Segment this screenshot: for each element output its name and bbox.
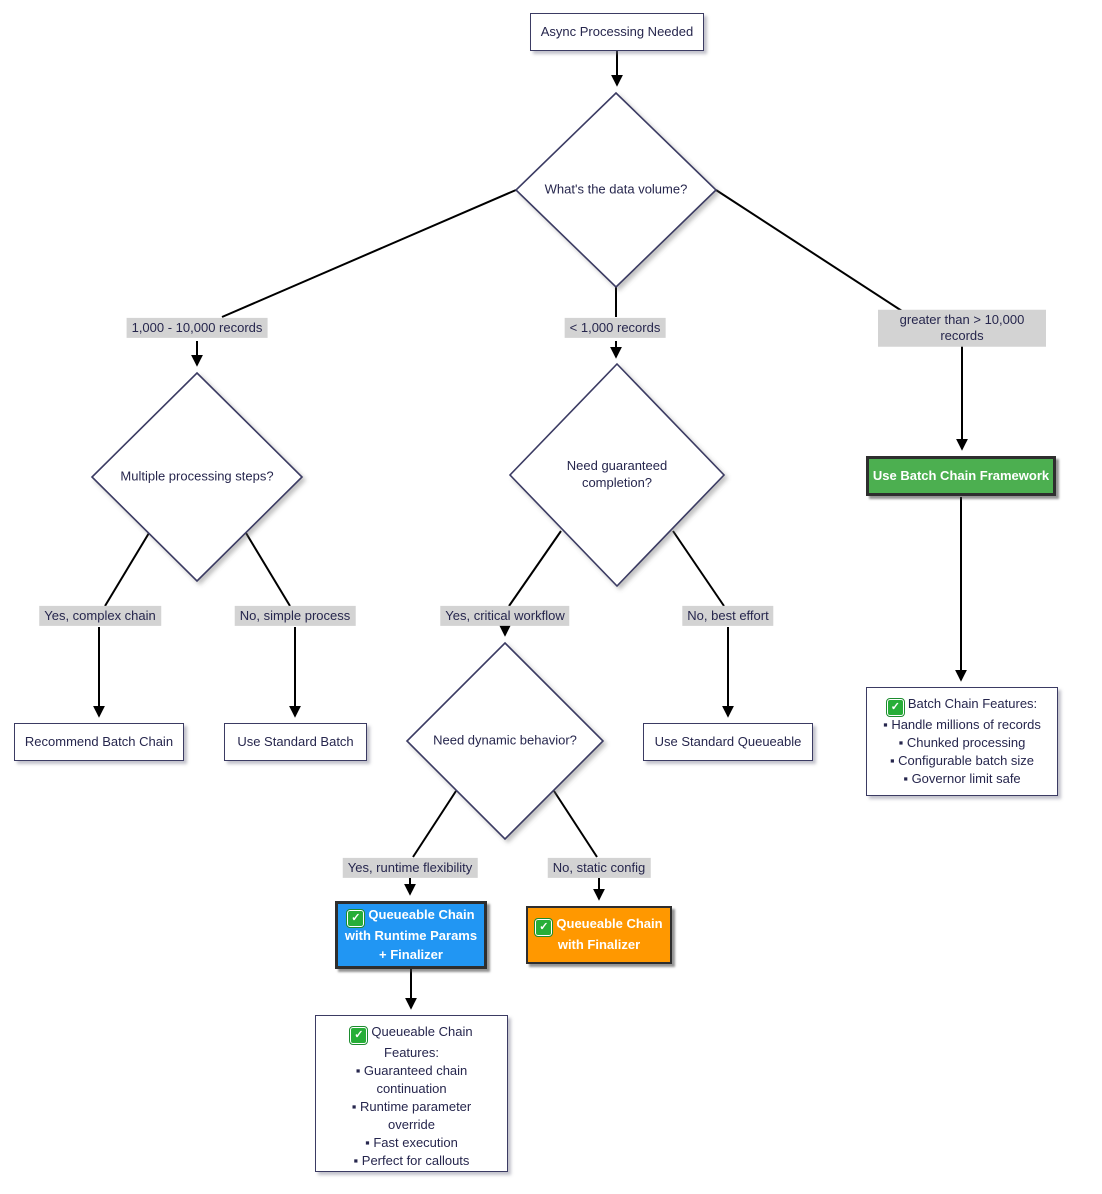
queueable-runtime-line3: + Finalizer (379, 946, 443, 962)
edge-label-yes-complex: Yes, complex chain (39, 605, 161, 627)
start-node: Async Processing Needed (530, 13, 704, 51)
flow-edges (93, 51, 968, 1010)
queueable-features-item: ▪ Fast execution (365, 1135, 458, 1150)
queueable-finalizer-line1: ✓Queueable Chain (534, 915, 663, 938)
check-icon: ✓ (885, 698, 905, 717)
edge-label-low-volume: < 1,000 records (564, 317, 666, 339)
batch-features-item: ▪ Handle millions of records (883, 717, 1041, 732)
decision-volume-label: What's the data volume? (544, 181, 688, 197)
edge-dynamic-to-no-static (553, 790, 598, 858)
queueable-features-node: ✓Queueable Chain Features: ▪ Guaranteed … (315, 1015, 508, 1172)
batch-features-node: ✓Batch Chain Features: ▪ Handle millions… (866, 687, 1058, 796)
check-icon: ✓ (346, 909, 366, 929)
use-batch-chain-framework-node: Use Batch Chain Framework (866, 456, 1056, 496)
edge-steps-to-no-simple (242, 527, 291, 607)
decision-steps-shape (90, 371, 304, 583)
queueable-runtime-line1: ✓Queueable Chain (346, 906, 475, 929)
edge-label-no-simple: No, simple process (234, 605, 356, 627)
decision-volume-shape (514, 91, 718, 289)
decision-steps-label: Multiple processing steps? (120, 468, 274, 484)
queueable-features-item: ▪ Guaranteed chain continuation (355, 1063, 468, 1096)
edge-label-no-best-effort: No, best effort (682, 605, 774, 627)
decision-guaranteed-shape (508, 362, 726, 588)
edge-volume-to-high-label (715, 189, 903, 312)
queueable-runtime-line2: with Runtime Params (344, 928, 478, 944)
decision-dynamic-shape (405, 641, 605, 841)
batch-features-item: ▪ Governor limit safe (903, 771, 1021, 786)
queueable-features-title: ✓Queueable Chain Features: (329, 1023, 494, 1062)
edge-guaranteed-to-yes-critical (508, 530, 562, 607)
edge-guaranteed-to-no-best (672, 530, 725, 607)
edge-label-no-static: No, static config (547, 857, 651, 879)
batch-features-item: ▪ Chunked processing (898, 735, 1026, 750)
check-icon: ✓ (534, 918, 554, 938)
use-standard-batch-node: Use Standard Batch (224, 723, 367, 761)
batch-features-item: ▪ Configurable batch size (889, 753, 1035, 768)
use-standard-queueable-node: Use Standard Queueable (643, 723, 813, 761)
decision-diamonds (90, 91, 726, 841)
edge-steps-to-yes-complex (104, 527, 153, 607)
edge-label-yes-critical: Yes, critical workflow (440, 605, 570, 627)
batch-features-title: ✓Batch Chain Features: (885, 695, 1037, 717)
queueable-features-item: ▪ Perfect for callouts (353, 1153, 470, 1168)
queueable-runtime-node: ✓Queueable Chain with Runtime Params + F… (335, 901, 487, 969)
queueable-features-item: ▪ Runtime parameter override (351, 1099, 472, 1132)
decision-guaranteed-label: Need guaranteed completion? (566, 458, 668, 490)
edge-label-yes-runtime: Yes, runtime flexibility (342, 857, 478, 879)
check-icon: ✓ (349, 1026, 369, 1045)
edge-label-high-volume: greater than > 10,000 records (878, 309, 1046, 347)
edge-volume-to-mid-label (221, 189, 517, 318)
decision-dynamic-label: Need dynamic behavior? (433, 732, 577, 748)
recommend-batch-chain-node: Recommend Batch Chain (14, 723, 184, 761)
queueable-finalizer-node: ✓Queueable Chain with Finalizer (526, 906, 672, 964)
queueable-finalizer-line2: with Finalizer (557, 937, 641, 953)
edge-label-mid-volume: 1,000 - 10,000 records (126, 317, 268, 339)
edge-dynamic-to-yes-runtime (412, 790, 457, 858)
